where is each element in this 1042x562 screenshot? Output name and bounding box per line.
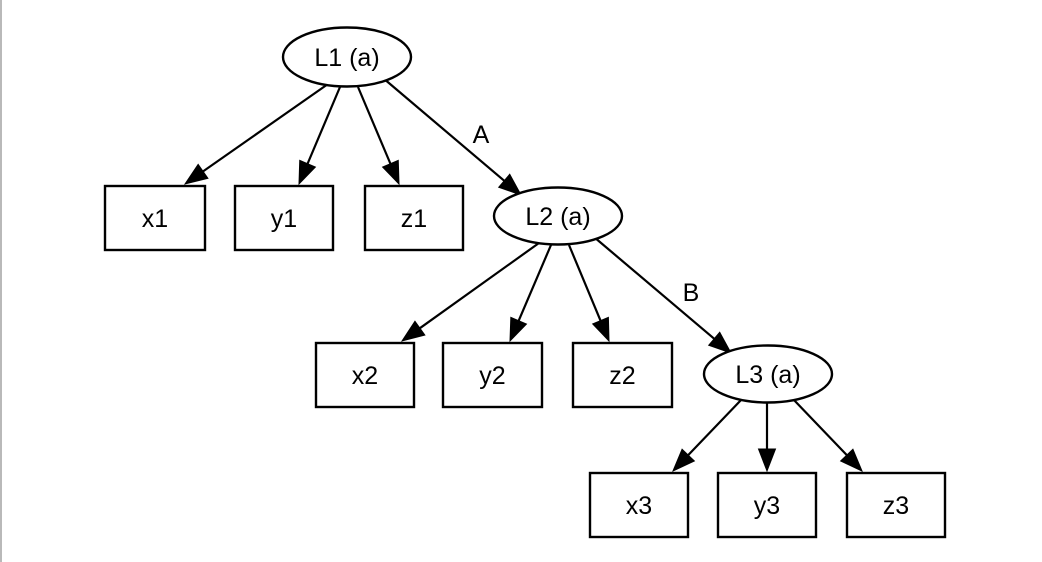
node-rect[interactable] <box>845 471 947 539</box>
edge-line <box>382 77 508 184</box>
edge-label-L2-L3: B <box>683 279 700 307</box>
latent-node-L2[interactable]: L2 (a) <box>492 186 624 246</box>
arrow-head-icon <box>509 316 528 343</box>
latent-node-L3[interactable]: L3 (a) <box>702 344 834 404</box>
node-label-L3: L3 (a) <box>735 361 800 389</box>
edge-L2-x2 <box>400 242 540 342</box>
node-rect[interactable] <box>103 184 207 252</box>
observed-node-z3[interactable]: z3 <box>845 471 947 539</box>
node-label-x2: x2 <box>352 362 378 390</box>
node-label-z2: z2 <box>609 362 635 390</box>
arrow-head-icon <box>591 316 610 343</box>
edge-line <box>356 86 393 167</box>
node-label-y2: y2 <box>479 362 505 390</box>
edge-L3-z3 <box>792 398 863 473</box>
edge-line <box>593 236 718 342</box>
edge-L1-L2 <box>382 77 523 196</box>
edge-L2-y2 <box>509 244 553 343</box>
node-label-L1: L1 (a) <box>314 44 379 72</box>
arrow-head-icon <box>400 320 426 342</box>
arrow-head-icon <box>839 448 863 473</box>
node-ellipse[interactable] <box>702 344 834 404</box>
edge-L1-z1 <box>356 86 400 186</box>
edge-L1-x1 <box>183 83 329 185</box>
edge-L1-y1 <box>298 86 342 186</box>
edge-L2-L3 <box>593 236 733 354</box>
node-label-z3: z3 <box>883 492 909 520</box>
node-ellipse[interactable] <box>281 26 413 88</box>
node-label-y3: y3 <box>754 492 780 520</box>
observed-node-y1[interactable]: y1 <box>233 184 335 252</box>
edge-L3-x3 <box>672 398 743 473</box>
node-rect[interactable] <box>588 471 690 539</box>
edge-line <box>567 244 603 324</box>
arrow-head-icon <box>707 331 733 354</box>
node-label-L2: L2 (a) <box>525 203 590 231</box>
edge-line <box>516 244 553 324</box>
edge-line <box>792 398 850 459</box>
edge-label-L1-L2: A <box>473 121 490 149</box>
arrow-head-icon <box>757 448 777 473</box>
arrow-head-icon <box>298 159 317 186</box>
node-rect[interactable] <box>716 471 818 539</box>
arrow-head-icon <box>381 159 400 186</box>
observed-node-y2[interactable]: y2 <box>441 341 544 409</box>
edge-L2-z2 <box>567 244 610 343</box>
node-rect[interactable] <box>441 341 544 409</box>
edges-group <box>183 77 863 473</box>
node-rect[interactable] <box>314 341 416 409</box>
latent-node-L1[interactable]: L1 (a) <box>281 26 413 88</box>
edge-line <box>416 242 540 331</box>
observed-node-y3[interactable]: y3 <box>716 471 818 539</box>
edge-line <box>305 86 342 167</box>
node-rect[interactable] <box>571 341 674 409</box>
observed-node-x2[interactable]: x2 <box>314 341 416 409</box>
node-label-z1: z1 <box>401 205 427 233</box>
node-label-y1: y1 <box>271 205 297 233</box>
observed-node-z1[interactable]: z1 <box>363 184 465 252</box>
node-label-x3: x3 <box>626 492 652 520</box>
edge-labels-group: AB <box>473 121 700 307</box>
node-ellipse[interactable] <box>492 186 624 246</box>
edge-L3-y3 <box>757 403 777 473</box>
node-rect[interactable] <box>233 184 335 252</box>
observed-node-x3[interactable]: x3 <box>588 471 690 539</box>
arrow-head-icon <box>183 163 209 185</box>
edge-line <box>685 398 743 459</box>
arrow-head-icon <box>672 448 696 473</box>
node-rect[interactable] <box>363 184 465 252</box>
observed-node-x1[interactable]: x1 <box>103 184 207 252</box>
node-label-x1: x1 <box>142 205 168 233</box>
edge-line <box>199 83 329 175</box>
arrow-head-icon <box>497 173 523 196</box>
nodes-group: x1 y1 z1 x2 y2 z2 x3 y3 z3 L1 (a) L2 (a) L3 (a) <box>103 26 947 539</box>
observed-node-z2[interactable]: z2 <box>571 341 674 409</box>
